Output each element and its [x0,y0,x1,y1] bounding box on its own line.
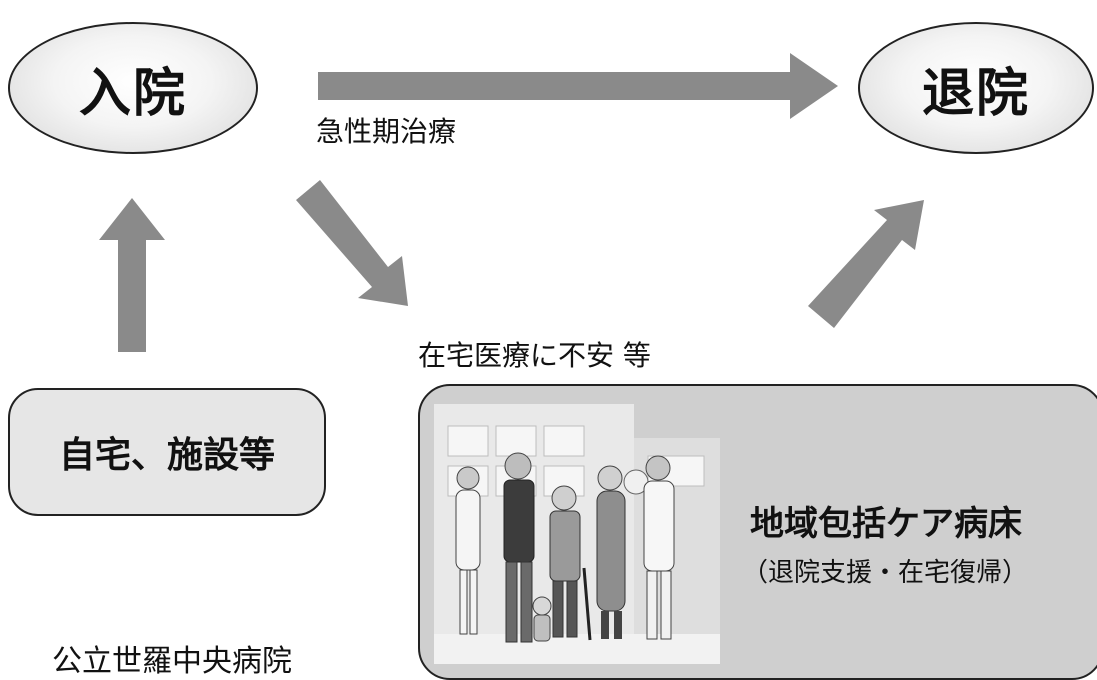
people-illustration [434,404,720,664]
arrow-home-to-admission [99,198,165,352]
home-care-anxiety-label: 在宅医療に不安 等 [418,339,651,372]
acute-care-label: 急性期治療 [316,115,457,148]
ward-title: 地域包括ケア病床 [750,504,1022,544]
admission-label: 入院 [78,63,187,124]
arrow-admission-to-ward [296,180,408,306]
home-facility-label: 自宅、施設等 [58,435,275,476]
discharge-label: 退院 [921,63,1030,124]
community-care-ward-node: 地域包括ケア病床 （退院支援・在宅復帰） [418,384,1097,680]
admission-node: 入院 [8,22,258,154]
discharge-node: 退院 [858,22,1094,154]
ward-subtitle: （退院支援・在宅復帰） [742,558,1029,588]
hospital-name: 公立世羅中央病院 [52,644,292,679]
home-facility-node: 自宅、施設等 [8,388,326,516]
arrow-admission-to-discharge [318,53,838,119]
arrow-ward-to-discharge [808,200,924,328]
